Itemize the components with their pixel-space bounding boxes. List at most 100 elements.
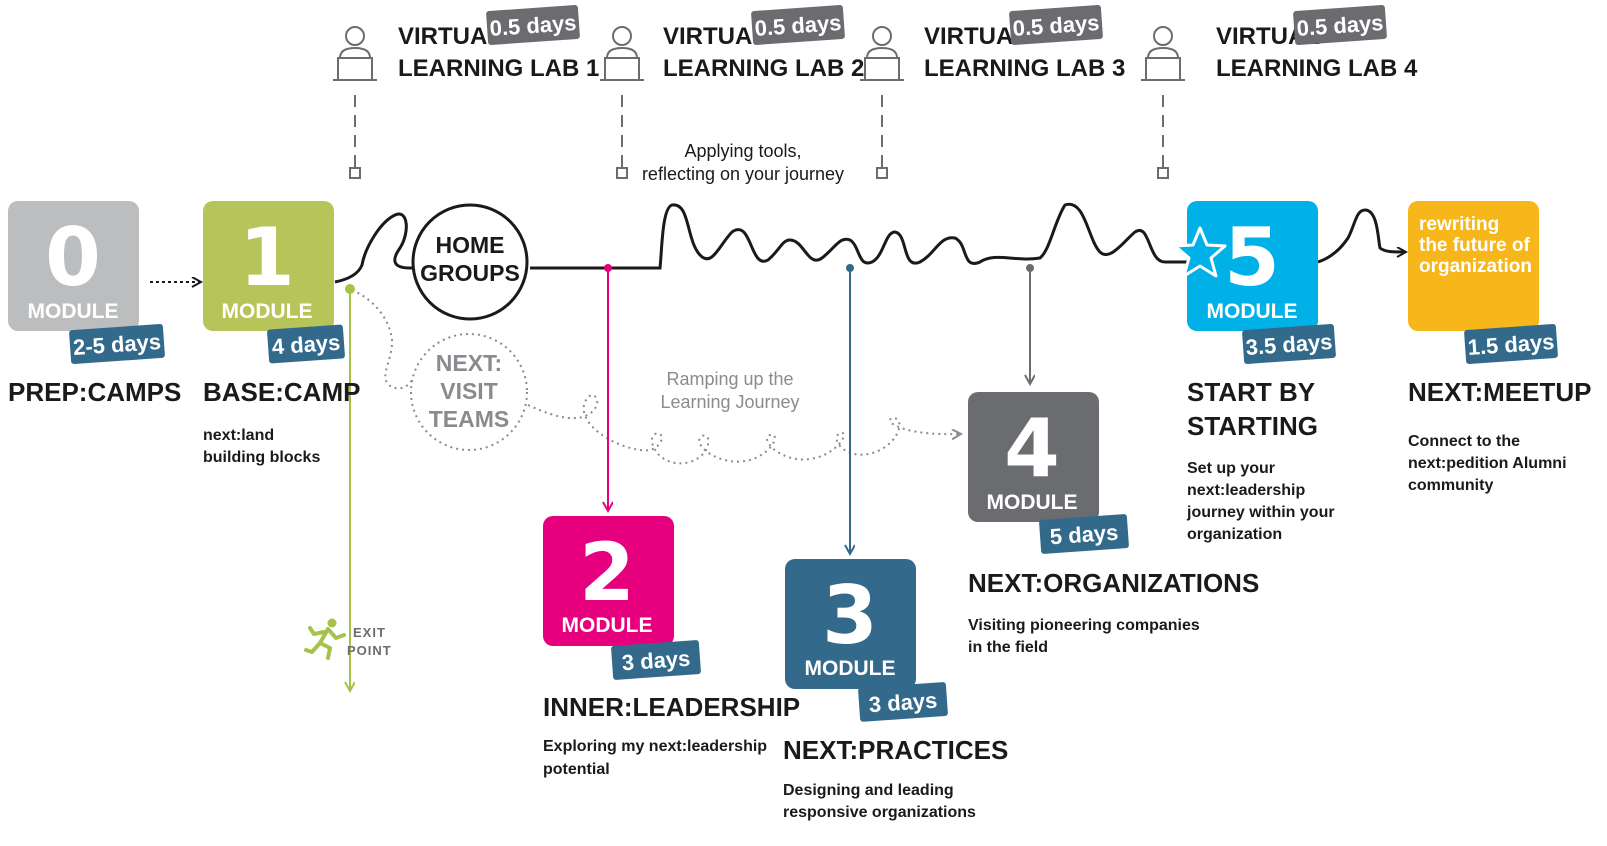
module-3-label: MODULE (805, 657, 896, 680)
lab-3-duration-tag: 0.5 days (1009, 5, 1103, 45)
module-2-tile (543, 516, 674, 646)
lab-2-line1: VIRTUAL (663, 23, 767, 50)
applying-note-line2: reflecting on your journey (642, 164, 844, 184)
running-exit-icon (304, 618, 346, 660)
module-1-desc-line2: building blocks (203, 449, 320, 466)
module-4-duration-tag: 5 days (1039, 514, 1129, 554)
module-5-tile (1187, 201, 1318, 331)
visit-teams-circle: NEXT: VISIT TEAMS (410, 333, 528, 451)
lab-4-duration-tag: 0.5 days (1293, 5, 1387, 45)
module-3: 3 MODULE 3 days NEXT:PRACTICES Designing… (783, 559, 1008, 821)
person-at-laptop-icon (860, 26, 904, 81)
module-0-label: MODULE (28, 300, 119, 323)
module-0-number: 0 (45, 211, 101, 304)
module-5-title-line1: START BY (1187, 377, 1315, 407)
module-1-number: 1 (239, 211, 295, 304)
module-5-duration: 3.5 days (1245, 329, 1333, 360)
module-5: 5 MODULE 3.5 days START BY STARTING Set … (1173, 201, 1336, 543)
module-1-duration: 4 days (271, 330, 341, 360)
module-2: 2 MODULE 3 days INNER:LEADERSHIP Explori… (543, 516, 800, 778)
exit-label-line1: EXIT (353, 625, 386, 640)
meetup-desc-line1: Connect to the (1408, 433, 1520, 450)
visit-teams-line2: VISIT (440, 378, 498, 404)
module-2-desc-line1: Exploring my next:leadership (543, 738, 767, 755)
module-0-duration-tag: 2-5 days (69, 323, 165, 365)
meetup-tile-line2: the future of (1419, 235, 1530, 256)
module-4-title: NEXT:ORGANIZATIONS (968, 568, 1259, 598)
module-1-label: MODULE (222, 300, 313, 323)
path-visit-to-module4 (527, 394, 960, 465)
module-4-duration: 5 days (1049, 520, 1119, 550)
home-groups-line1: HOME (436, 232, 505, 258)
meetup-tile-line1: rewriting (1419, 214, 1499, 235)
path-visit-entry (351, 289, 413, 390)
lab-1-line1: VIRTUAL (398, 23, 502, 50)
lab-1-line2: LEARNING LAB 1 (398, 55, 599, 82)
visit-teams-line1: NEXT: (436, 350, 502, 376)
module-3-desc-line1: Designing and leading (783, 782, 954, 799)
module-5-desc-line3: journey within your (1186, 504, 1335, 521)
module-4-desc-line2: in the field (968, 639, 1048, 656)
module-3-duration-tag: 3 days (858, 682, 948, 722)
module-5-duration-tag: 3.5 days (1242, 324, 1336, 364)
home-groups-circle: HOME GROUPS (411, 203, 529, 321)
module-0-duration: 2-5 days (72, 329, 162, 360)
module-1: 1 MODULE 4 days BASE:CAMP next:land buil… (203, 201, 360, 466)
person-at-laptop-icon (1141, 26, 1185, 81)
lab-3-duration: 0.5 days (1012, 10, 1100, 41)
lab-1-duration-tag: 0.5 days (486, 5, 580, 45)
meetup-desc-line2: next:pedition Alumni (1408, 455, 1567, 472)
lab-2-line2: LEARNING LAB 2 (663, 55, 864, 82)
lab-2-duration: 0.5 days (754, 10, 842, 41)
module-5-title-line2: STARTING (1187, 411, 1318, 441)
module-5-number: 5 (1224, 211, 1280, 304)
path-base-to-home (334, 212, 417, 284)
module-2-title: INNER:LEADERSHIP (543, 692, 800, 722)
module-3-title: NEXT:PRACTICES (783, 735, 1008, 765)
module-2-duration-tag: 3 days (611, 640, 701, 680)
lab-2-connector-end (616, 167, 628, 179)
lab-3: VIRTUAL LEARNING LAB 3 0.5 days (860, 5, 1125, 179)
module-2-desc-line2: potential (543, 761, 610, 778)
module-5-label: MODULE (1207, 300, 1298, 323)
meetup-desc-line3: community (1408, 477, 1493, 494)
module-5-desc-line2: next:leadership (1187, 482, 1305, 499)
module-3-number: 3 (822, 569, 878, 662)
lab-4-line2: LEARNING LAB 4 (1216, 55, 1418, 82)
module-2-number: 2 (579, 526, 635, 619)
lab-4-connector-end (1157, 167, 1169, 179)
visit-teams-line3: TEAMS (429, 406, 510, 432)
exit-label-line2: POINT (347, 643, 392, 658)
lab-1-connector-end (349, 167, 361, 179)
path-start-to-meetup (1317, 208, 1405, 264)
module-4-number: 4 (1004, 402, 1060, 495)
module-4-tile (968, 392, 1099, 522)
ramping-note-line2: Learning Journey (660, 392, 799, 412)
module-4: 4 MODULE 5 days NEXT:ORGANIZATIONS Visit… (968, 392, 1259, 656)
module-5-desc-line4: organization (1187, 526, 1282, 543)
module-0-tile (8, 201, 139, 331)
module-0-title: PREP:CAMPS (8, 377, 181, 407)
person-at-laptop-icon (600, 26, 644, 81)
module-3-tile (785, 559, 916, 689)
home-groups-line2: GROUPS (420, 260, 520, 286)
module-1-tile (203, 201, 334, 331)
path-home-to-start (530, 202, 1187, 270)
lab-4: VIRTUAL LEARNING LAB 4 0.5 days (1141, 5, 1418, 179)
module-4-desc-line1: Visiting pioneering companies (968, 617, 1200, 634)
person-at-laptop-icon (333, 26, 377, 81)
module-1-duration-tag: 4 days (267, 324, 345, 364)
module-1-desc-line1: next:land (203, 427, 274, 444)
lab-3-line2: LEARNING LAB 3 (924, 55, 1125, 82)
module-5-desc-line1: Set up your (1187, 460, 1275, 477)
meetup-duration: 1.5 days (1467, 329, 1555, 360)
module-3-duration: 3 days (868, 688, 938, 718)
lab-4-duration: 0.5 days (1296, 10, 1384, 41)
lab-2: VIRTUAL LEARNING LAB 2 0.5 days (600, 5, 864, 179)
module-4-label: MODULE (987, 491, 1078, 514)
meetup-title: NEXT:MEETUP (1408, 377, 1591, 407)
module-1-title: BASE:CAMP (203, 377, 360, 407)
applying-note-line1: Applying tools, (684, 141, 801, 161)
lab-2-duration-tag: 0.5 days (751, 5, 845, 45)
